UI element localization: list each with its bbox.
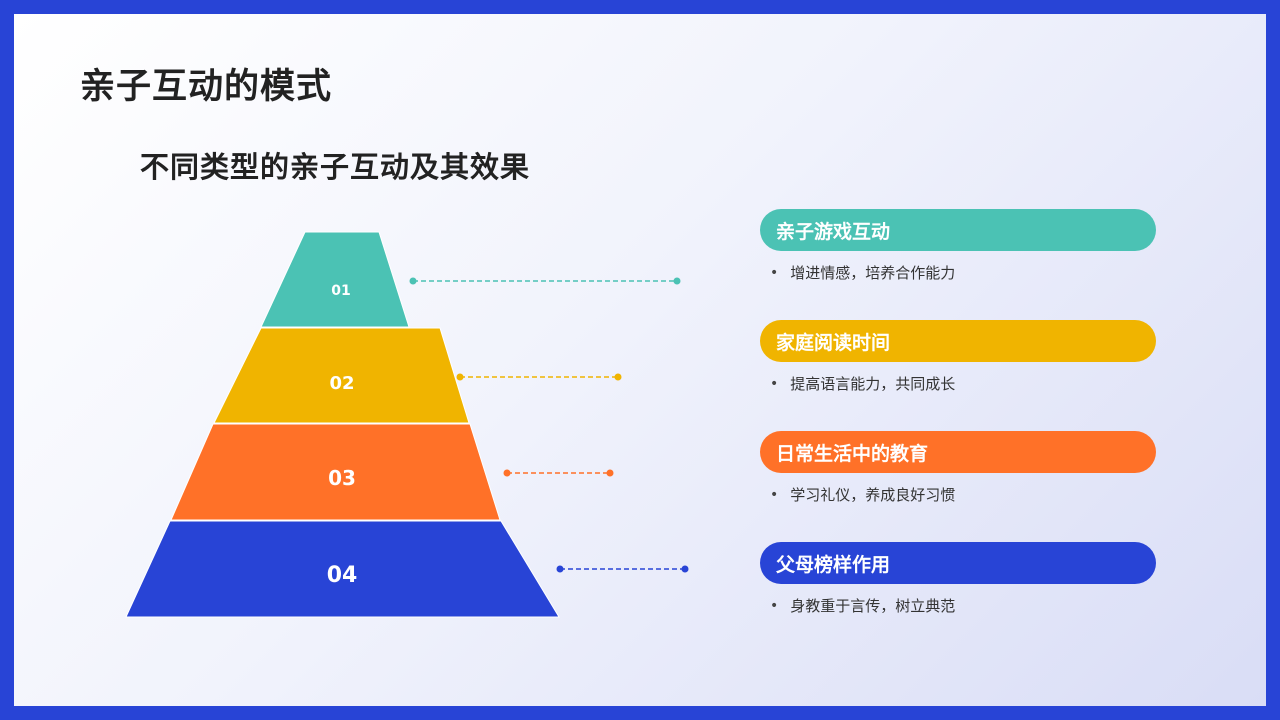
item-2-heading: 家庭阅读时间	[760, 320, 1156, 362]
bullet-icon: •	[770, 375, 779, 392]
connector-1	[409, 277, 681, 285]
item-1-description: • 增进情感，培养合作能力	[770, 262, 955, 283]
item-3-description-text: 学习礼仪，养成良好习惯	[790, 486, 956, 504]
item-1-description-text: 增进情感，培养合作能力	[790, 264, 956, 282]
bullet-icon: •	[770, 597, 779, 614]
item-3-heading: 日常生活中的教育	[760, 431, 1156, 473]
bullet-icon: •	[770, 264, 779, 281]
pyramid-tier-3-number: 03	[328, 466, 356, 490]
item-3-description: • 学习礼仪，养成良好习惯	[770, 484, 955, 505]
pyramid-tier-1-number: 01	[331, 283, 350, 299]
item-4-description: • 身教重于言传，树立典范	[770, 595, 955, 616]
connector-2	[456, 373, 622, 381]
pyramid-diagram: 01 02 03 04	[125, 231, 689, 618]
pyramid-tier-4-number: 04	[327, 563, 358, 588]
connector-3	[503, 469, 614, 477]
pyramid-tier-2-number: 02	[329, 373, 354, 394]
item-4-heading: 父母榜样作用	[760, 542, 1156, 584]
pyramid-tier-4	[125, 520, 560, 618]
bullet-icon: •	[770, 486, 779, 503]
item-2-description: • 提高语言能力，共同成长	[770, 373, 955, 394]
item-4-description-text: 身教重于言传，树立典范	[790, 597, 956, 615]
pyramid-tier-2	[213, 327, 470, 424]
connector-4	[556, 565, 689, 573]
item-2-description-text: 提高语言能力，共同成长	[790, 375, 956, 393]
slide-title: 亲子互动的模式	[80, 67, 333, 107]
pyramid-tier-3	[170, 423, 501, 521]
pyramid-tier-1	[260, 231, 410, 328]
slide-subtitle: 不同类型的亲子互动及其效果	[140, 150, 531, 184]
item-1-heading: 亲子游戏互动	[760, 209, 1156, 251]
